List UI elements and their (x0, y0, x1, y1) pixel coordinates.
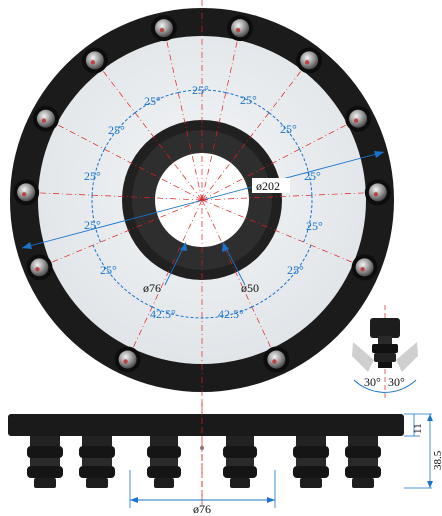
unit-body (374, 353, 396, 362)
top-view (10, 0, 394, 505)
unit-cap (370, 318, 400, 338)
angle-arc (151, 306, 253, 319)
arrowhead (374, 151, 384, 158)
cone-left (352, 342, 374, 372)
angle-arc (178, 89, 226, 94)
angle-arc (134, 92, 179, 114)
ball-unit (150, 15, 177, 42)
bore-diameter-label: ø50 (241, 281, 259, 295)
ball-unit (26, 254, 53, 281)
side-ball-units (27, 436, 381, 488)
ball-unit (364, 179, 391, 206)
angle-arc (225, 92, 270, 114)
radial-centerline (201, 192, 370, 201)
ball-unit (81, 47, 108, 74)
side-unit (293, 436, 329, 488)
ball-unit (296, 47, 323, 74)
radial-centerline (201, 199, 274, 353)
angle-label: 25° (287, 263, 304, 277)
angle-arc (299, 148, 313, 196)
ball-unit (263, 346, 290, 373)
arrowhead (267, 497, 275, 503)
angle-label: 25° (304, 169, 321, 183)
radial-centerline (201, 66, 305, 201)
side-unit (223, 436, 257, 488)
angle-label: 25° (108, 123, 125, 137)
radial-centerline (46, 199, 203, 265)
height-total-label: 38.5 (432, 450, 442, 470)
arrowhead (22, 242, 32, 249)
radial-centerline (201, 199, 358, 265)
radial-centerline (34, 192, 203, 201)
arrowhead (180, 242, 187, 251)
radial-centerline (99, 66, 203, 201)
angle-labels: 25° 25° 25° 25° 25° 25° 25° 25° 25° 25° … (84, 83, 323, 321)
detail-angle-arc (353, 379, 417, 393)
radial-centerline (52, 122, 203, 201)
ball-transfer-units (13, 15, 391, 373)
angle-label: 25° (84, 218, 101, 232)
angle-arc (91, 195, 101, 243)
angle-label: 25° (100, 263, 117, 277)
radial-centerline (130, 199, 203, 353)
angle-label: 25° (84, 169, 101, 183)
ball-unit (227, 15, 254, 42)
bore-diameter-leader (223, 243, 246, 286)
arrowhead (427, 481, 433, 488)
side-plate (8, 414, 404, 436)
side-unit (147, 436, 181, 488)
detail-angle-right: 30° (388, 375, 405, 389)
detail-angle-left: 30° (364, 375, 381, 389)
angle-label: 25° (280, 122, 297, 136)
side-diameter-label: ø76 (193, 502, 211, 516)
arrowhead (222, 242, 229, 252)
ball-unit (114, 346, 141, 373)
unit-neck (378, 336, 392, 344)
angle-label: 25° (306, 219, 323, 233)
radial-centerline (165, 35, 203, 201)
angle-arc (268, 112, 301, 150)
radial-centerline (201, 35, 239, 201)
arrowhead (130, 497, 138, 503)
side-unit (79, 436, 115, 488)
angle-label: 25° (192, 83, 209, 97)
ball-unit (32, 105, 59, 132)
detail-view: 30° 30° (352, 305, 418, 400)
outer-diameter-label-bg (252, 178, 290, 193)
angle-arc (103, 112, 136, 150)
angle-label: 42.5° (218, 307, 244, 321)
angle-label: 25° (144, 94, 161, 108)
height-small-label: 11 (412, 423, 424, 434)
radial-centerline (201, 122, 352, 201)
unit-base (378, 362, 392, 368)
ball-unit (345, 105, 372, 132)
angle-arc (91, 148, 105, 196)
angle-arc (303, 195, 313, 243)
unit-body (372, 344, 398, 353)
arrowhead (427, 414, 433, 421)
inner-diameter-label: ø76 (143, 281, 161, 295)
angle-arcs (91, 89, 313, 319)
cone-right (396, 342, 418, 372)
angle-label: 25° (240, 93, 257, 107)
ball-unit (13, 179, 40, 206)
inner-diameter-leader (164, 243, 186, 286)
side-unit (345, 436, 381, 488)
angle-label: 42.5° (150, 307, 176, 321)
side-unit (27, 436, 63, 488)
ball-unit (351, 254, 378, 281)
side-view: ø76 11 38.5 (8, 400, 442, 516)
outer-diameter-label: ø202 (256, 179, 280, 193)
centerlines (34, 35, 370, 353)
